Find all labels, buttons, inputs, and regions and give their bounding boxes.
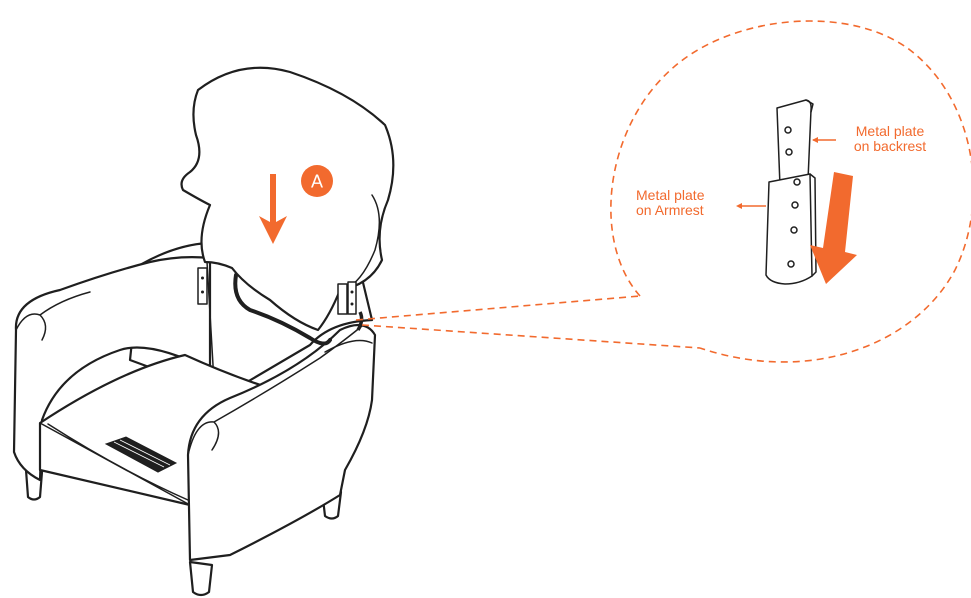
armrest-plate-label: Metal plate on Armrest bbox=[636, 188, 732, 218]
armrest-metal-plate bbox=[765, 173, 813, 285]
detail-callout bbox=[355, 20, 971, 363]
frame-plate-right bbox=[337, 281, 357, 315]
down-arrow-icon bbox=[810, 172, 857, 284]
backrest-plate-label-line1: Metal plate bbox=[855, 123, 925, 139]
label-pointer-backrest bbox=[812, 137, 836, 143]
velcro-strip bbox=[104, 436, 178, 473]
backrest-metal-plate bbox=[776, 99, 812, 187]
callout-circle bbox=[610, 20, 971, 363]
callout-leader bbox=[355, 295, 701, 349]
armrest-plate-label-line2: on Armrest bbox=[636, 202, 704, 218]
label-pointer-armrest bbox=[736, 203, 766, 209]
backrest-strap bbox=[233, 273, 332, 346]
armrest-plate-label-line1: Metal plate bbox=[636, 187, 705, 203]
metal-plates-detail bbox=[765, 99, 817, 285]
front-right-leg bbox=[188, 560, 214, 597]
step-badge-icon bbox=[301, 165, 333, 197]
frame-plate-left bbox=[197, 267, 208, 305]
backrest-plate-label-line2: on backrest bbox=[853, 138, 927, 154]
armchair bbox=[12, 66, 395, 597]
right-armrest bbox=[186, 323, 377, 562]
backrest-plate-label: Metal plate on backrest bbox=[843, 124, 937, 154]
step-letter: A bbox=[311, 172, 323, 192]
backrest bbox=[180, 66, 395, 332]
down-arrow-icon bbox=[259, 174, 287, 244]
